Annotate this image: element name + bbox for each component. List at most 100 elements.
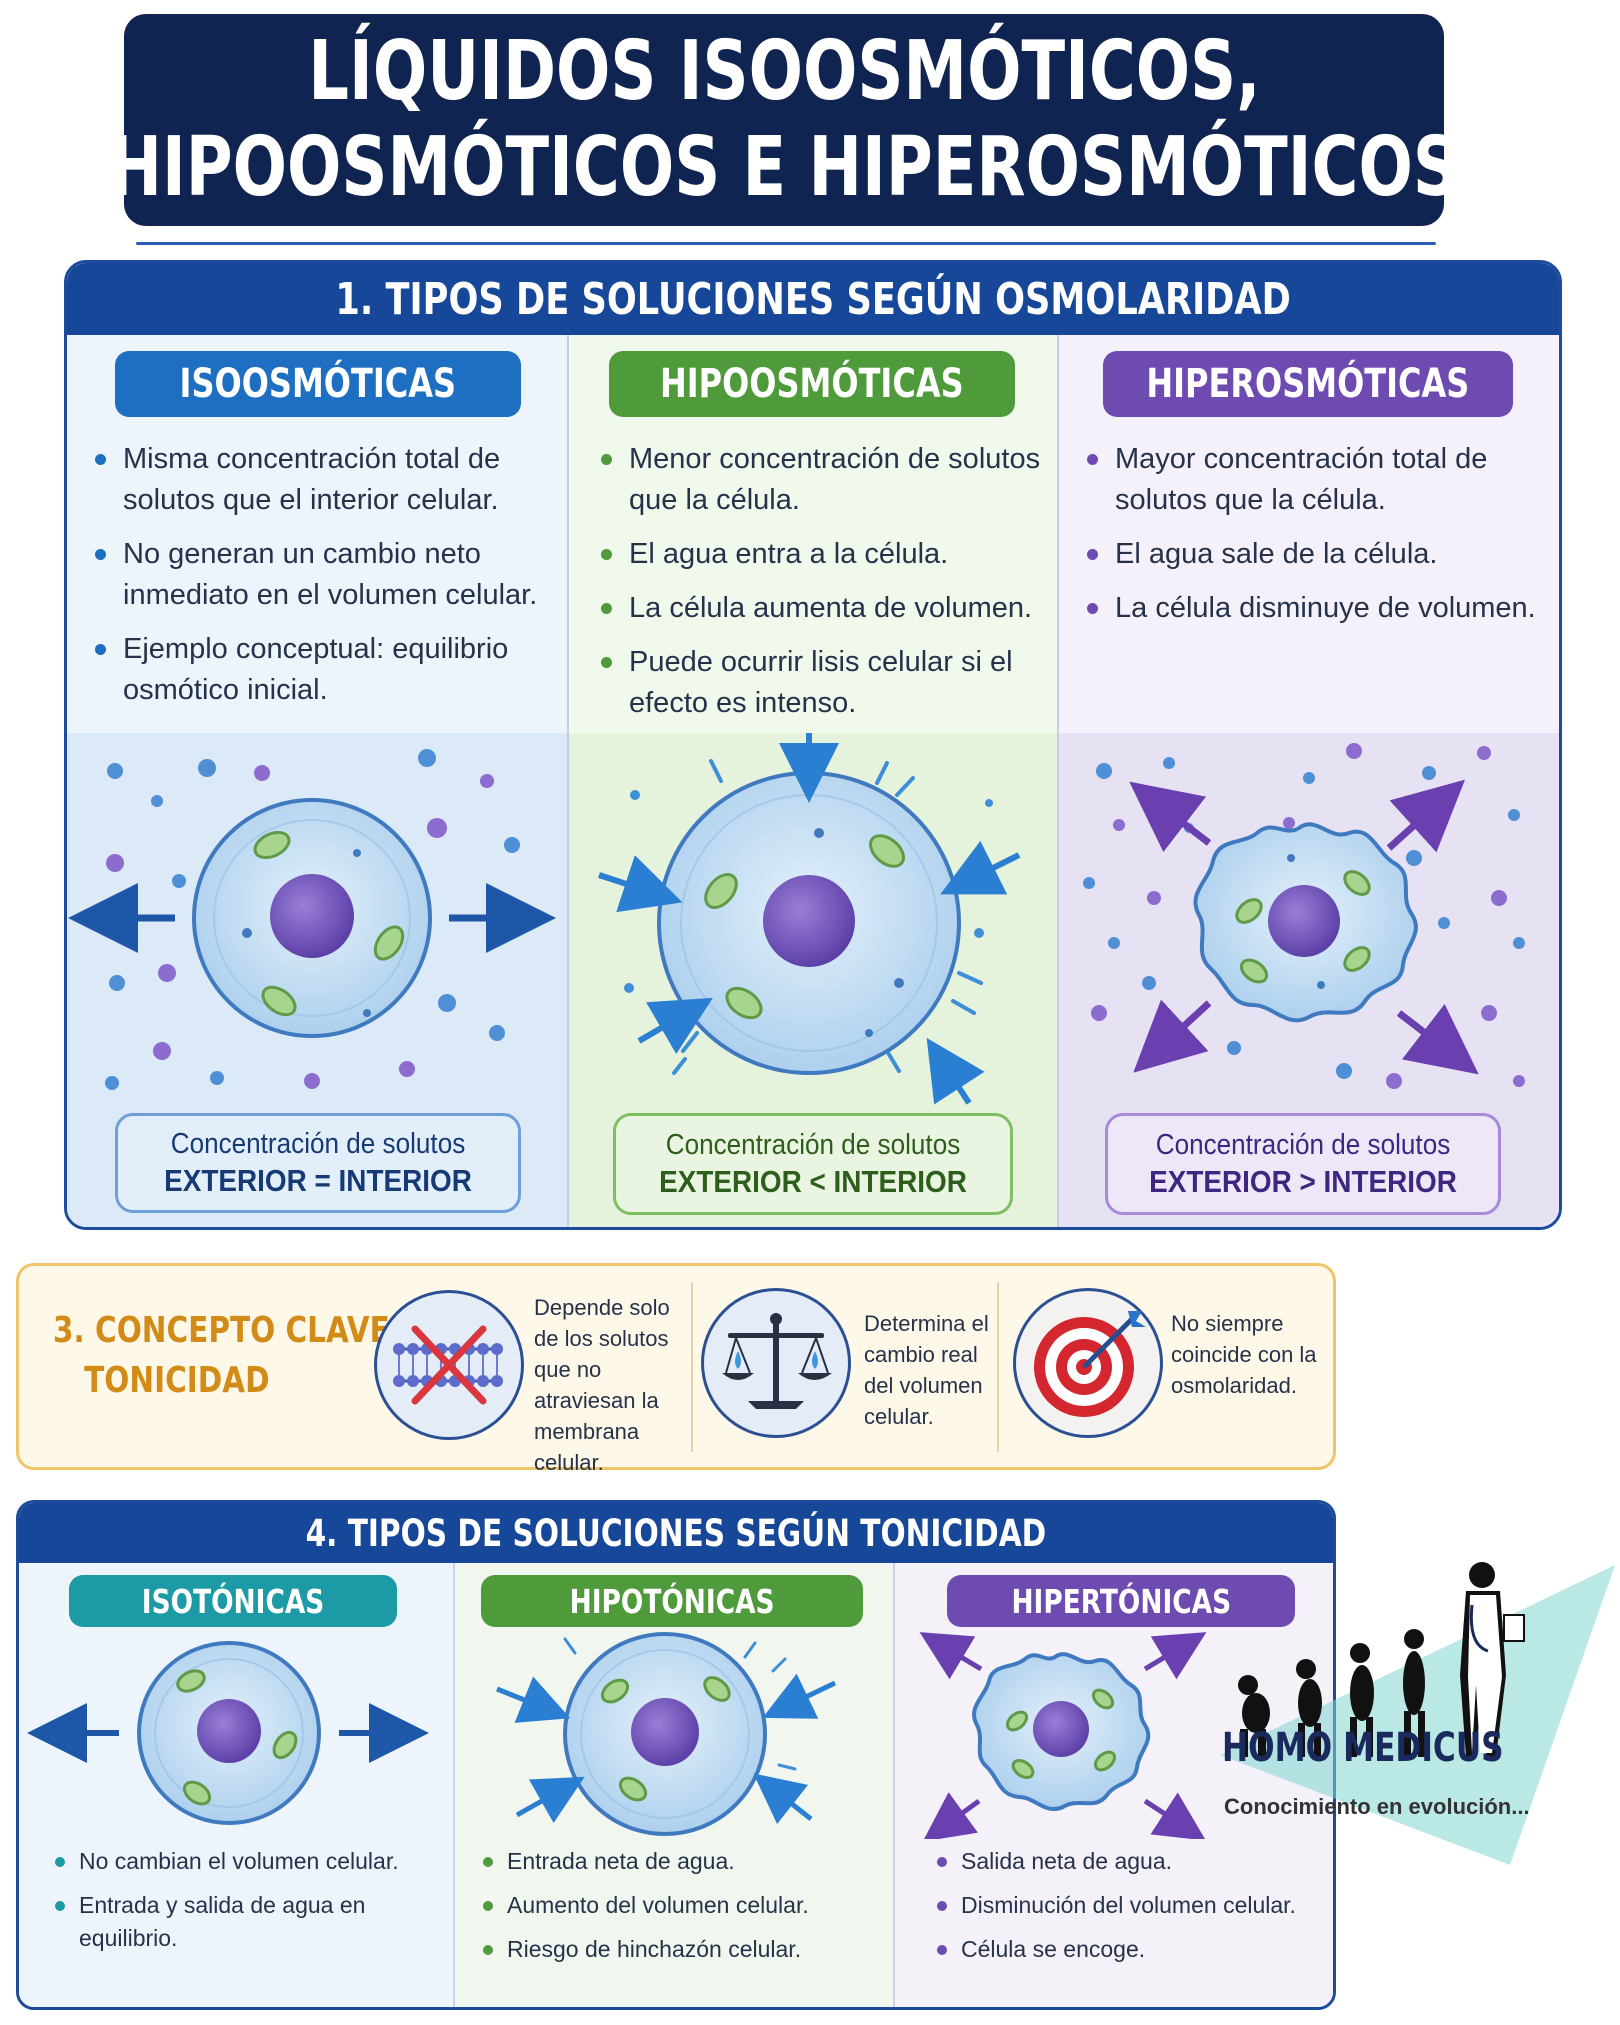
- hipo-cell-illustration: [598, 733, 1021, 1105]
- arrow-out-bottom-left-icon: [922, 1792, 981, 1839]
- membrane-crossed-icon: [374, 1290, 524, 1440]
- concept-divider: [997, 1282, 999, 1452]
- logo-tagline: Conocimiento en evolución...: [1224, 1794, 1530, 1819]
- arrow-in-bottom-left-icon: [515, 1776, 585, 1824]
- section-4-header: 4. TIPOS DE SOLUCIONES SEGÚN TONICIDAD: [19, 1503, 1333, 1563]
- iso-label: ISOOSMÓTICAS: [179, 361, 457, 407]
- hipotonicas-bullets: Entrada neta de agua. Aumento del volume…: [481, 1845, 881, 1977]
- section-osmolaridad: 1. TIPOS DE SOLUCIONES SEGÚN OSMOLARIDAD…: [64, 260, 1562, 1230]
- shrunken-cell-icon: [1193, 822, 1418, 1023]
- column-hipoosmoticas: HIPOOSMÓTICAS Menor concentración de sol…: [569, 335, 1059, 1227]
- hipo-bullet: Menor concentración de solutos que la cé…: [599, 439, 1044, 521]
- section-4-title: 4. TIPOS DE SOLUCIONES SEGÚN TONICIDAD: [305, 1511, 1047, 1555]
- isotonicas-label-pill: ISOTÓNICAS: [69, 1575, 397, 1627]
- solute-particles-icon: [1083, 743, 1525, 1089]
- iso-concentration-box: Concentración de solutos EXTERIOR = INTE…: [115, 1113, 521, 1213]
- hipo-conc-value: EXTERIOR < INTERIOR: [659, 1164, 967, 1199]
- section-3-title: 3. CONCEPTO CLAVE: TONICIDAD: [53, 1306, 402, 1406]
- concept-text-2: Determina el cambio real del volumen cel…: [864, 1311, 989, 1429]
- arrow-out-bottom-right-icon: [1396, 1003, 1479, 1075]
- target-dart-icon: [1013, 1288, 1163, 1438]
- iso-conc-label: Concentración de solutos: [170, 1128, 466, 1160]
- arrow-in-right-icon: [940, 840, 1021, 895]
- column-isotonicas: ISOTÓNICAS No cambian el volumen celular…: [19, 1563, 455, 2007]
- title-line-1: LÍQUIDOS ISOOSMÓTICOS,: [307, 24, 1261, 119]
- cell-icon: [137, 1641, 321, 1825]
- hipertonicas-label-pill: HIPERTÓNICAS: [947, 1575, 1295, 1627]
- hiper-conc-value: EXTERIOR > INTERIOR: [1149, 1164, 1457, 1199]
- title-banner: LÍQUIDOS ISOOSMÓTICOS, HIPOOSMÓTICOS E H…: [109, 14, 1459, 226]
- iso-bullet: Ejemplo conceptual: equilibrio osmótico …: [93, 629, 543, 711]
- section-tonicidad: 4. TIPOS DE SOLUCIONES SEGÚN TONICIDAD I…: [16, 1500, 1336, 2010]
- section-3-title-line-1: 3. CONCEPTO CLAVE:: [53, 1310, 402, 1351]
- title-divider: [136, 242, 1436, 245]
- hipotonicas-label: HIPOTÓNICAS: [569, 1581, 775, 1621]
- hiper-bullet: La célula disminuye de volumen.: [1085, 588, 1545, 629]
- cell-icon: [657, 771, 961, 1075]
- hiper-cell-illustration: [1083, 743, 1525, 1089]
- concept-text-1: Depende solo de los solutos que no atrav…: [534, 1295, 670, 1475]
- column-hipotonicas: HIPOTÓNICAS Entrada neta de agua.: [455, 1563, 895, 2007]
- hiper-bullet: Mayor concentración total de solutos que…: [1085, 439, 1545, 521]
- homo-medicus-logo-icon: [1220, 1562, 1615, 1865]
- hipo-bullet: Puede ocurrir lisis celular si el efecto…: [599, 642, 1044, 724]
- title-line-2: HIPOOSMÓTICOS E HIPEROSMÓTICOS: [108, 120, 1460, 215]
- section-3-title-line-2: TONICIDAD: [84, 1360, 270, 1401]
- arrow-out-bottom-left-icon: [1133, 999, 1212, 1073]
- hipo-bullet: La célula aumenta de volumen.: [599, 588, 1044, 629]
- hipo-bullets: Menor concentración de solutos que la cé…: [599, 439, 1044, 737]
- hipo-label: HIPOOSMÓTICAS: [660, 361, 964, 407]
- iso-bullets: Misma concentración total de solutos que…: [93, 439, 543, 724]
- isotonicas-bullet: Entrada y salida de agua en equilibrio.: [53, 1889, 443, 1955]
- hipertonicas-bullet: Salida neta de agua.: [935, 1845, 1333, 1878]
- section-tonicidad-concept: 3. CONCEPTO CLAVE: TONICIDAD Depende sol…: [16, 1263, 1336, 1475]
- hiper-bullet: El agua sale de la célula.: [1085, 534, 1545, 575]
- hypertonic-cell-illustration: [919, 1632, 1207, 1839]
- arrow-in-bottom-right-icon: [753, 1773, 813, 1825]
- shrunken-cell-icon: [972, 1652, 1151, 1811]
- arrow-out-bottom-right-icon: [1143, 1792, 1206, 1839]
- isotonic-cell-illustration: [26, 1641, 429, 1825]
- arrow-in-bottom-right-icon: [926, 1037, 985, 1105]
- isotonicas-label: ISOTÓNICAS: [141, 1581, 325, 1621]
- arrow-in-left-icon: [496, 1676, 571, 1723]
- column-isoosmoticas: ISOOSMÓTICAS Misma concentración total d…: [67, 335, 569, 1227]
- cell-icon: [563, 1632, 767, 1836]
- hipotonicas-label-pill: HIPOTÓNICAS: [481, 1575, 863, 1627]
- column-hiperosmoticas: HIPEROSMÓTICAS Mayor concentración total…: [1059, 335, 1559, 1227]
- solute-particles-icon: [105, 749, 520, 1090]
- hipertonicas-bullet: Célula se encoge.: [935, 1933, 1333, 1966]
- iso-bullet: Misma concentración total de solutos que…: [93, 439, 543, 521]
- logo-name: HOMO MEDICUS: [1222, 1725, 1504, 1771]
- hiper-bullets: Mayor concentración total de solutos que…: [1085, 439, 1545, 642]
- hypotonic-cell-illustration: [496, 1632, 837, 1836]
- section-1-title: 1. TIPOS DE SOLUCIONES SEGÚN OSMOLARIDAD: [335, 273, 1291, 325]
- hipotonicas-bullet: Entrada neta de agua.: [481, 1845, 881, 1878]
- hipertonicas-bullets: Salida neta de agua. Disminución del vol…: [935, 1845, 1333, 1977]
- iso-cell-illustration: [68, 749, 556, 1090]
- arrow-out-top-right-icon: [1386, 779, 1466, 853]
- arrow-out-top-left-icon: [919, 1632, 983, 1680]
- hiper-concentration-box: Concentración de solutos EXTERIOR > INTE…: [1105, 1113, 1501, 1215]
- arrow-out-top-right-icon: [1143, 1632, 1207, 1680]
- arrow-in-left-icon: [598, 855, 683, 913]
- hiper-label-pill: HIPEROSMÓTICAS: [1103, 351, 1513, 417]
- balance-scale-icon: [701, 1288, 851, 1438]
- isotonicas-bullet: No cambian el volumen celular.: [53, 1845, 443, 1878]
- iso-bullet: No generan un cambio neto inmediato en e…: [93, 534, 543, 616]
- isotonicas-bullets: No cambian el volumen celular. Entrada y…: [53, 1845, 443, 1966]
- hiper-conc-label: Concentración de solutos: [1155, 1129, 1451, 1161]
- arrow-in-right-icon: [762, 1673, 837, 1719]
- hipo-conc-label: Concentración de solutos: [665, 1129, 961, 1161]
- iso-label-pill: ISOOSMÓTICAS: [115, 351, 521, 417]
- column-hipertonicas: HIPERTÓNICAS Salida neta de agua. Dismin…: [895, 1563, 1333, 2007]
- hipotonicas-bullet: Riesgo de hinchazón celular.: [481, 1933, 881, 1966]
- arrow-in-bottom-left-icon: [637, 997, 713, 1055]
- concept-divider: [691, 1282, 693, 1452]
- hipo-concentration-box: Concentración de solutos EXTERIOR < INTE…: [613, 1113, 1013, 1215]
- hipo-bullet: El agua entra a la célula.: [599, 534, 1044, 575]
- hipotonicas-bullet: Aumento del volumen celular.: [481, 1889, 881, 1922]
- hipo-label-pill: HIPOOSMÓTICAS: [609, 351, 1015, 417]
- cell-icon: [192, 798, 432, 1038]
- arrow-out-top-left-icon: [1129, 781, 1212, 853]
